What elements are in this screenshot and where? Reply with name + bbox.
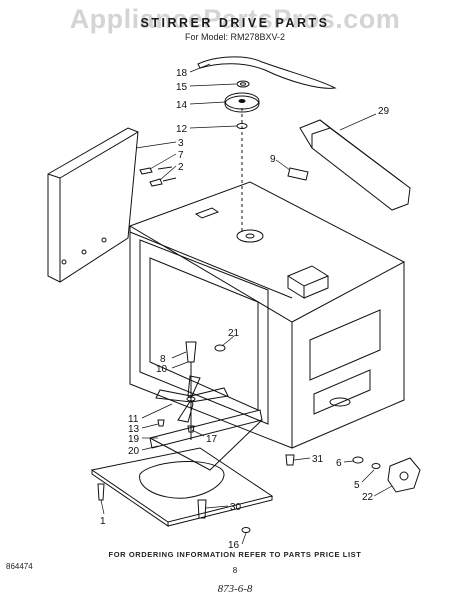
- callout-14: 14: [176, 100, 188, 111]
- part-motor: [387, 457, 421, 493]
- part-screw-1: [97, 483, 105, 501]
- part-screws-left: [139, 166, 177, 187]
- part-top-bracket: [299, 119, 411, 211]
- part-small-fasteners: [157, 419, 195, 433]
- callout-21: 21: [228, 328, 240, 339]
- part-block: [287, 167, 309, 181]
- callout-5: 5: [354, 480, 360, 491]
- part-retaining-ring: [236, 80, 250, 88]
- callout-9: 9: [270, 154, 276, 165]
- callout-29: 29: [378, 106, 390, 117]
- handwritten-note: 873-6-8: [217, 583, 253, 595]
- part-cabinet: [128, 181, 406, 449]
- callout-11: 11: [128, 414, 139, 425]
- model-subtitle: For Model: RM278BXV-2: [184, 32, 286, 42]
- part-side-panel: [47, 127, 139, 283]
- part-bottom-screws: [197, 499, 251, 533]
- callout-31: 31: [312, 454, 324, 465]
- callout-1: 1: [100, 516, 106, 527]
- part-nut-washer: [352, 456, 381, 469]
- callout-labels: 18 15 14 12 29 3 7 2 9 21 8 10 11 13 17 …: [100, 68, 390, 551]
- callout-20: 20: [128, 446, 140, 457]
- callout-18: 18: [176, 68, 188, 79]
- part-clip: [285, 454, 295, 466]
- page-title: STIRRER DRIVE PARTS: [140, 16, 330, 30]
- page-number: 8: [232, 566, 238, 575]
- callout-17: 17: [206, 434, 218, 445]
- part-stirrer-blade: [155, 375, 229, 423]
- part-belt: [197, 56, 337, 89]
- ordering-note: FOR ORDERING INFORMATION REFER TO PARTS …: [108, 550, 362, 559]
- callout-8: 8: [160, 354, 166, 365]
- callout-30: 30: [230, 502, 242, 513]
- callout-16: 16: [228, 540, 240, 551]
- part-grommet: [214, 344, 226, 352]
- diagram-code: 864474: [6, 562, 33, 571]
- callout-2: 2: [178, 162, 184, 173]
- leader-lines: [100, 63, 393, 545]
- callout-22: 22: [362, 492, 374, 503]
- callout-12: 12: [176, 124, 188, 135]
- callout-7: 7: [178, 150, 184, 161]
- callout-6: 6: [336, 458, 342, 469]
- part-stirrer-cover: [149, 409, 263, 471]
- callout-3: 3: [178, 138, 184, 149]
- callout-13: 13: [128, 424, 140, 435]
- watermark-text: AppliancePartsPros.com: [69, 4, 401, 34]
- callout-19: 19: [128, 434, 140, 445]
- callout-15: 15: [176, 82, 188, 93]
- part-bushing: [236, 108, 248, 232]
- part-bottom-plate: [90, 447, 274, 527]
- callout-10: 10: [156, 364, 168, 375]
